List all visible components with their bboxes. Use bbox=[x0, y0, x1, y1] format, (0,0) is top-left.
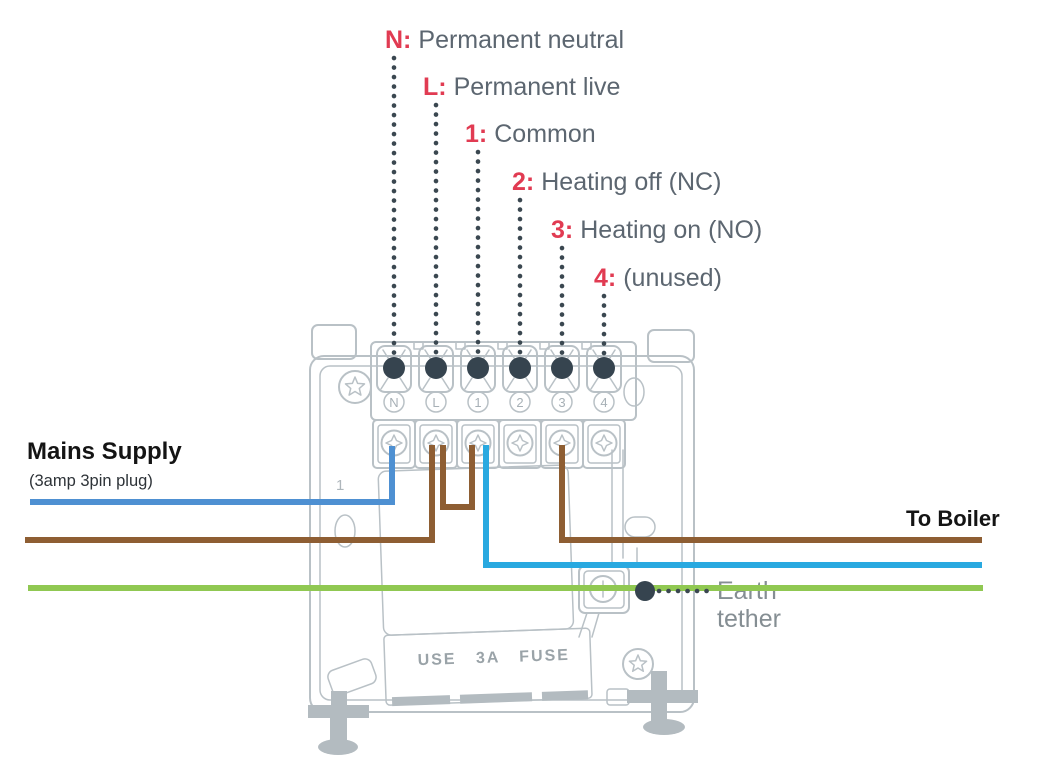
wire-mains-live bbox=[25, 445, 435, 543]
earth-tether-label-line2: tether bbox=[717, 605, 781, 633]
mounting-screw-icon bbox=[308, 691, 369, 755]
mount-ear-left bbox=[311, 324, 357, 360]
wire-mains-neutral bbox=[30, 446, 395, 505]
terminal-screw-icon bbox=[456, 419, 500, 469]
molded-mark: 1 bbox=[336, 477, 344, 494]
wire-heating-on-to-boiler bbox=[559, 445, 982, 543]
mains-supply-sublabel: (3amp 3pin plug) bbox=[29, 472, 153, 490]
torx-screw-icon bbox=[622, 648, 654, 680]
fuse-cover: USE 3A FUSE bbox=[377, 464, 593, 707]
terminal-letter: L bbox=[432, 395, 439, 410]
plate-slot bbox=[327, 658, 377, 696]
wires bbox=[25, 445, 983, 591]
legend-item: 3:Heating on (NO) bbox=[551, 216, 762, 244]
backplate-drawing: N L 1 2 3 4 1 USE 3A FUSE bbox=[308, 324, 698, 755]
plate-hole bbox=[623, 377, 645, 407]
legend-item: N:Permanent neutral bbox=[385, 26, 624, 54]
plate-hole bbox=[624, 516, 656, 538]
terminal-letter: 3 bbox=[558, 395, 565, 410]
strip-notches bbox=[413, 341, 592, 350]
fuse-note: USE 3A FUSE bbox=[417, 647, 570, 669]
wire-common-to-boiler bbox=[483, 445, 982, 568]
terminal-legend: N:Permanent neutral L:Permanent live 1:C… bbox=[385, 26, 762, 359]
torx-screw-icon bbox=[338, 370, 372, 404]
terminal-screw-icon bbox=[414, 419, 458, 469]
legend-item: 1:Common bbox=[465, 120, 596, 148]
terminal-screw-icon bbox=[582, 419, 626, 469]
earth-tether-dot bbox=[635, 581, 655, 601]
legend-item: L:Permanent live bbox=[423, 73, 620, 101]
earth-terminal bbox=[578, 565, 630, 638]
legend-item: 4:(unused) bbox=[594, 264, 722, 292]
terminal-letter: 2 bbox=[516, 395, 523, 410]
terminal-letter: 4 bbox=[600, 395, 607, 410]
terminal-letter: 1 bbox=[474, 395, 481, 410]
mounting-screw-icon bbox=[606, 671, 698, 735]
terminal-screw-icon bbox=[498, 419, 542, 469]
wire-live-to-common-link bbox=[440, 445, 475, 510]
terminal-letter: N bbox=[389, 395, 398, 410]
plate-hole bbox=[334, 514, 356, 548]
legend-item: 2:Heating off (NC) bbox=[512, 168, 721, 196]
mains-supply-callout: Mains Supply (3amp 3pin plug) bbox=[27, 438, 182, 490]
to-boiler-label: To Boiler bbox=[906, 506, 1000, 531]
mains-supply-label: Mains Supply bbox=[27, 438, 182, 465]
mount-ear-right bbox=[647, 329, 695, 363]
